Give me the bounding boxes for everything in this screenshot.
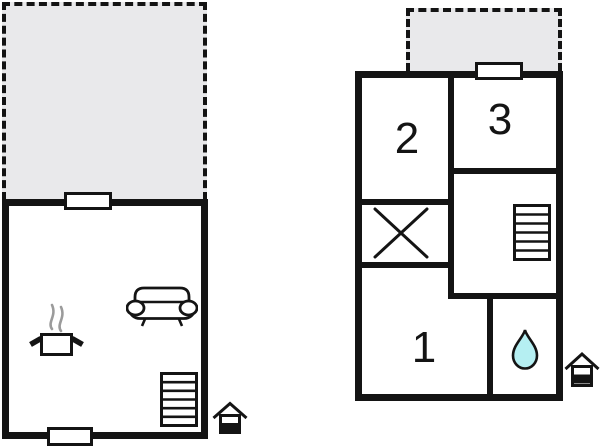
door-marker-bottom [47, 427, 93, 446]
stairs-icon [160, 372, 198, 427]
internal-wall-bathroom-left [487, 299, 493, 394]
terrace-area [2, 2, 207, 200]
cooking-pot-icon [28, 300, 84, 360]
terrace-area [406, 8, 562, 71]
water-drop-icon [511, 328, 539, 371]
room-label-2: 2 [394, 114, 420, 163]
cross-icon [372, 206, 430, 260]
internal-wall-room2-bottom [362, 199, 448, 205]
internal-wall-room3-bottom [454, 168, 556, 174]
door-marker-top [475, 62, 523, 80]
room-label-3: 3 [487, 95, 513, 144]
internal-wall-closet-bottom [362, 262, 448, 268]
internal-wall-vertical-center [448, 78, 454, 299]
internal-wall-hall-bottom [454, 293, 556, 299]
stairs-icon [513, 204, 551, 261]
house-entrance-icon [564, 351, 600, 388]
room-label-1: 1 [411, 323, 437, 372]
house-entrance-icon [212, 401, 248, 435]
door-marker-top [64, 192, 112, 210]
sofa-icon [126, 286, 198, 327]
